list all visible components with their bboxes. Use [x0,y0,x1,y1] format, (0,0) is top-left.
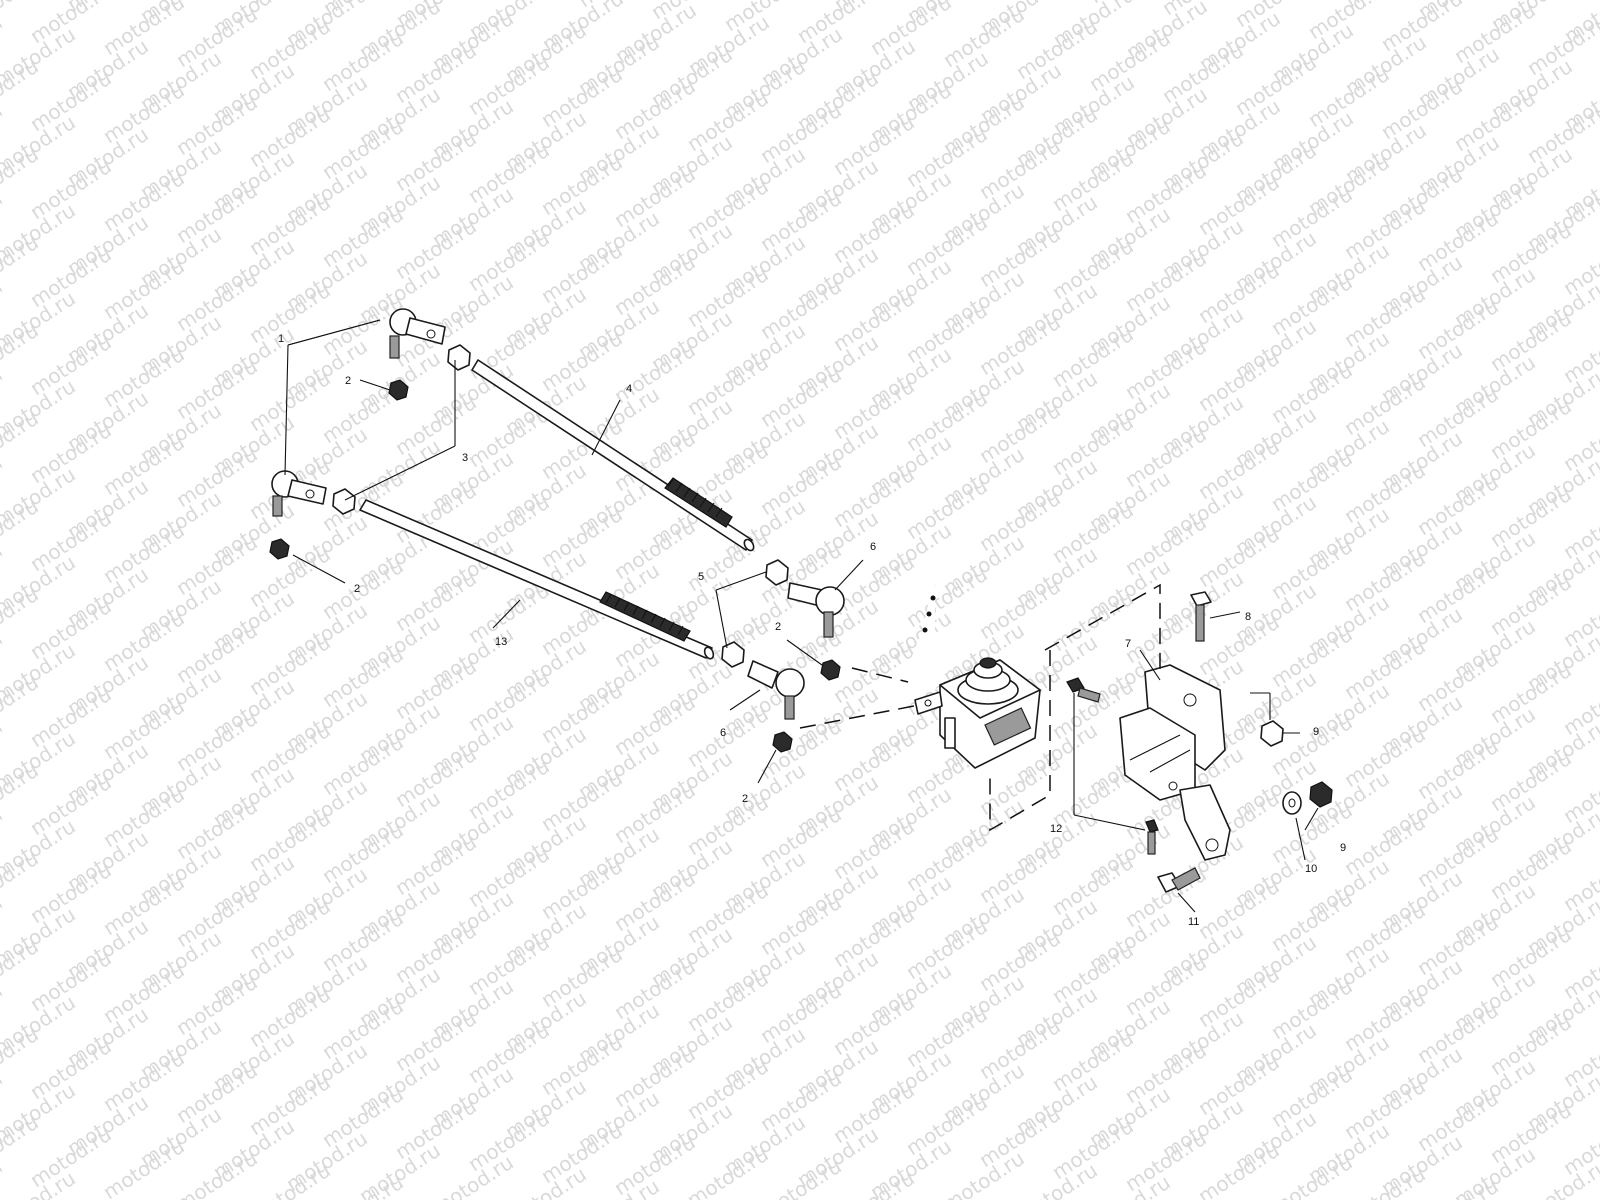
callout-leaders [284,319,1319,913]
callout-10: 10 [1305,863,1317,875]
jam-nut-5b [721,641,745,668]
assembly-dashed-lines [799,583,1161,832]
mounting-bracket [1119,664,1231,861]
callout-2: 2 [345,375,351,387]
callout-4: 4 [626,383,632,395]
nut-9a [1260,720,1284,747]
hex-nut-2c [820,659,841,681]
bolt-11 [1157,867,1201,893]
callout-1: 1 [278,333,284,345]
parts-layer [269,308,1333,913]
callout-9: 9 [1313,726,1319,738]
callout-5: 5 [698,571,704,583]
shift-rod-lower [359,499,715,660]
stud-12b [1145,819,1159,855]
callout-2: 2 [354,583,360,595]
shifter-housing [907,584,1041,769]
callout-7: 7 [1125,638,1131,650]
ball-joint-lower-right [747,660,805,720]
shift-rod-upper [471,359,755,552]
callout-6: 6 [870,541,876,553]
callout-2: 2 [775,621,781,633]
ball-joint-upper-left [389,308,446,359]
washer-10 [1282,791,1302,815]
stud-12a [1066,677,1101,703]
jam-nut-3b [332,488,356,515]
callout-11: 11 [1188,916,1199,928]
jam-nut-3a [447,344,471,371]
watermark-text: motod.ru [0,1154,7,1200]
jam-nut-5a [765,559,789,586]
ball-joint-upper-right [787,582,845,638]
nut-9b [1309,781,1333,808]
callout-3: 3 [462,452,468,464]
callout-13: 13 [495,636,507,648]
hex-nut-2d [772,731,793,753]
callout-9: 9 [1340,842,1346,854]
hex-nut-2b [269,538,290,560]
callout-12: 12 [1050,823,1062,835]
bolt-8 [1190,591,1212,642]
callout-2: 2 [742,793,748,805]
callout-labels: 1 2 2 2 2 3 4 5 6 6 7 8 9 9 10 11 12 13 [278,333,1346,928]
callout-6: 6 [720,727,726,739]
ball-joint-lower-left [271,470,327,517]
callout-8: 8 [1245,611,1251,623]
hex-nut-2a [388,379,409,401]
